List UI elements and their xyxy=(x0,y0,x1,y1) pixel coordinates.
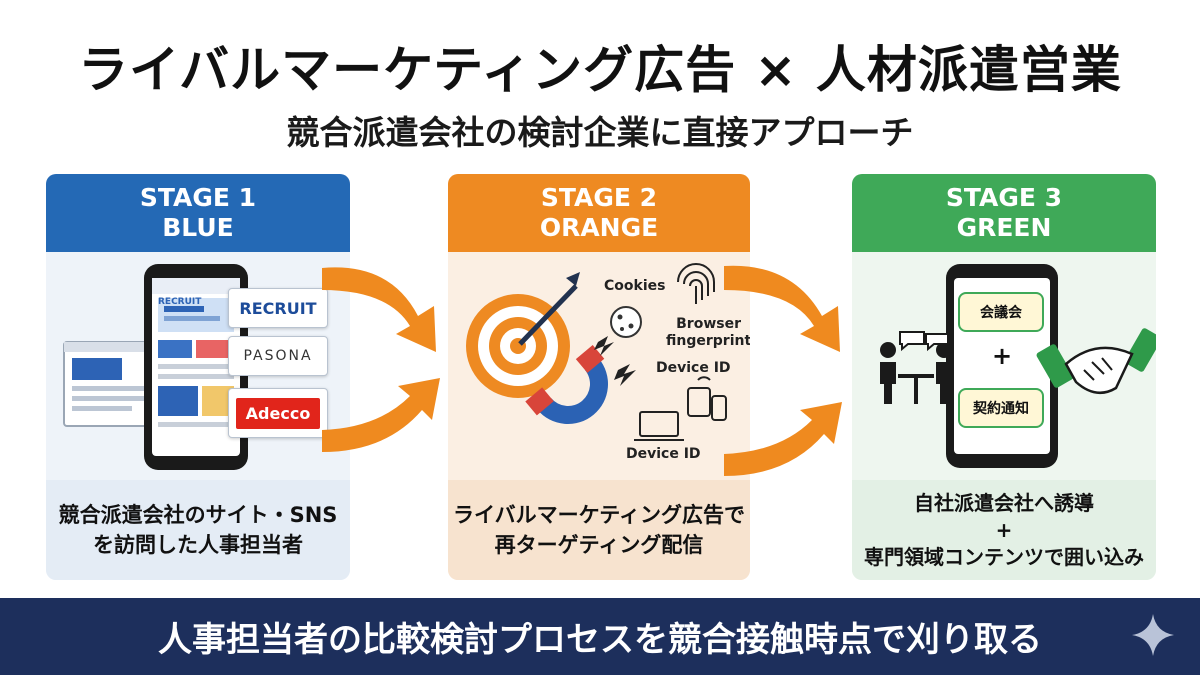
stage-2-label: STAGE 2 xyxy=(540,183,658,212)
lightning-icon xyxy=(594,336,636,386)
handshake-icon xyxy=(1036,328,1156,395)
stage-2-illustration xyxy=(466,263,727,441)
stage-2-color-name: ORANGE xyxy=(539,213,659,242)
browser-label: Browser xyxy=(676,316,741,332)
fingerprint-icon xyxy=(677,263,715,304)
page-subtitle: 競合派遣会社の検討企業に直接アプローチ xyxy=(286,113,914,152)
stage-2-panel: STAGE 2 ORANGE xyxy=(448,174,750,580)
stage-1-panel: STAGE 1 BLUE RECRUIT xyxy=(46,174,350,580)
stage-1-caption-line-1: 競合派遣会社のサイト・SNS xyxy=(58,503,338,527)
stage-3-caption-line-2: + xyxy=(995,517,1013,542)
page-title: ライバルマーケティング広告 × 人材派遣営業 xyxy=(78,41,1122,99)
logo-pasona: PASONA xyxy=(228,336,328,376)
logo-recruit: RECRUIT xyxy=(228,288,328,328)
device-id-label-bottom: Device ID xyxy=(626,446,701,462)
stage-3-caption-line-3: 専門領域コンテンツで囲い込み xyxy=(864,544,1144,569)
bubble-plus: + xyxy=(991,342,1013,370)
stage-1-caption: 競合派遣会社のサイト・SNS を訪問した人事担当者 xyxy=(46,480,350,580)
stage-3-label: STAGE 3 xyxy=(945,183,1063,212)
stage-3-color-name: GREEN xyxy=(956,213,1052,242)
devices-icon xyxy=(687,376,727,421)
stage-1-illustration xyxy=(63,264,248,470)
magnet-icon xyxy=(525,344,608,424)
stage-3-caption-line-1: 自社派遣会社へ誘導 xyxy=(914,490,1094,515)
stage-3-caption: 自社派遣会社へ誘導 + 専門領域コンテンツで囲い込み xyxy=(852,480,1156,580)
stage-2-header: STAGE 2 ORANGE xyxy=(448,174,750,252)
stage-2-caption: ライバルマーケティング広告で 再ターゲティング配信 xyxy=(448,480,750,580)
meeting-bubble: 会議会 xyxy=(958,292,1044,332)
target-icon xyxy=(466,272,580,398)
cookie-icon xyxy=(610,306,642,338)
stage-2-caption-line-2: 再ターゲティング配信 xyxy=(494,533,704,557)
laptop-icon xyxy=(634,411,684,441)
contract-notice-bubble: 契約通知 xyxy=(958,388,1044,428)
stage-2-caption-line-1: ライバルマーケティング広告で xyxy=(453,503,745,527)
browser-fingerprint-label: Browser fingerprint xyxy=(666,316,750,350)
website-window-icon xyxy=(63,341,155,427)
phone-brand-text: RECRUIT xyxy=(158,297,202,307)
bottom-banner: 人事担当者の比較検討プロセスを競合接触時点で刈り取る xyxy=(0,598,1200,675)
meeting-people-icon xyxy=(880,331,952,404)
stage-1-header: STAGE 1 BLUE xyxy=(46,174,350,252)
stage-1-color-name: BLUE xyxy=(162,213,234,242)
stage-1-caption-line-2: を訪問した人事担当者 xyxy=(93,533,303,557)
fingerprint-label: fingerprint xyxy=(666,333,750,349)
stage-1-label: STAGE 1 xyxy=(139,183,257,212)
stage-3-panel: STAGE 3 GREEN 会議会 + 契約通知 自社派遣会社へ誘導 + 専 xyxy=(852,174,1156,580)
cookies-label: Cookies xyxy=(604,278,666,294)
sparkle-icon xyxy=(1132,614,1174,656)
logo-adecco-card: Adecco xyxy=(228,388,328,438)
logo-adecco: Adecco xyxy=(235,397,321,429)
device-id-label-top: Device ID xyxy=(656,360,731,376)
stage-3-header: STAGE 3 GREEN xyxy=(852,174,1156,252)
smartphone-icon xyxy=(144,264,248,470)
